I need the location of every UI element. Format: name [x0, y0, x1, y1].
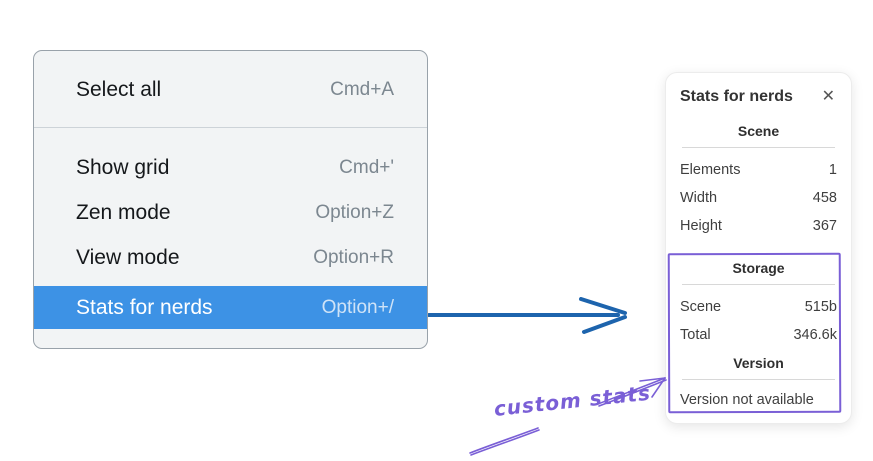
menu-item-show-grid[interactable]: Show grid Cmd+'	[34, 145, 427, 190]
stat-row-elements: Elements 1	[680, 156, 837, 184]
stat-value: 458	[812, 190, 837, 206]
stat-row-total-storage: Total 346.6k	[680, 321, 837, 349]
menu-item-view-mode[interactable]: View mode Option+R	[34, 235, 427, 280]
stat-label: Elements	[680, 162, 741, 178]
stat-label: Height	[680, 218, 722, 234]
scene-heading: Scene	[737, 123, 780, 139]
context-menu: Select all Cmd+A Show grid Cmd+' Zen mod…	[33, 50, 428, 349]
menu-item-stats-for-nerds[interactable]: Stats for nerds Option+/	[34, 286, 427, 329]
menu-item-shortcut: Option+R	[313, 246, 394, 268]
stat-label: Width	[680, 190, 718, 206]
version-heading: Version	[733, 355, 784, 371]
menu-item-label: View mode	[76, 245, 180, 269]
stat-label: Total	[680, 327, 711, 343]
stat-value: 367	[812, 218, 837, 234]
version-section: Version Version not available	[680, 355, 837, 412]
menu-item-label: Select all	[76, 77, 162, 101]
menu-item-select-all[interactable]: Select all Cmd+A	[34, 67, 427, 112]
stats-panel: Stats for nerds ✕ Scene Elements 1 Width…	[665, 72, 852, 424]
menu-item-shortcut: Option+Z	[315, 201, 394, 223]
menu-item-label: Stats for nerds	[76, 295, 213, 319]
close-icon[interactable]: ✕	[821, 88, 835, 105]
section-rule	[682, 284, 835, 285]
stat-label: Scene	[680, 299, 722, 315]
menu-divider	[34, 127, 427, 128]
menu-item-label: Zen mode	[76, 200, 171, 224]
menu-item-shortcut: Cmd+A	[330, 78, 394, 100]
storage-section: Storage Scene 515b Total 346.6k	[680, 252, 837, 349]
version-note: Version not available	[680, 392, 814, 408]
menu-item-shortcut: Cmd+'	[339, 156, 394, 178]
stat-value: 1	[828, 162, 837, 178]
stat-value: 515b	[804, 299, 837, 315]
stat-row-height: Height 367	[680, 212, 837, 240]
stat-row-width: Width 458	[680, 184, 837, 212]
stats-panel-header: Stats for nerds ✕	[680, 87, 837, 107]
menu-item-label: Show grid	[76, 155, 170, 179]
flow-arrow	[428, 297, 627, 334]
stats-panel-title: Stats for nerds	[680, 88, 793, 105]
stat-value: 346.6k	[793, 327, 837, 343]
menu-item-shortcut: Option+/	[321, 296, 394, 318]
menu-item-zen-mode[interactable]: Zen mode Option+Z	[34, 190, 427, 235]
section-rule	[682, 147, 835, 148]
scene-section: Scene Elements 1 Width 458 Height 367	[680, 123, 837, 240]
section-rule	[682, 379, 835, 380]
stat-row-scene-storage: Scene 515b	[680, 293, 837, 321]
annotation-label: custom stats	[492, 380, 652, 421]
storage-heading: Storage	[732, 260, 785, 276]
